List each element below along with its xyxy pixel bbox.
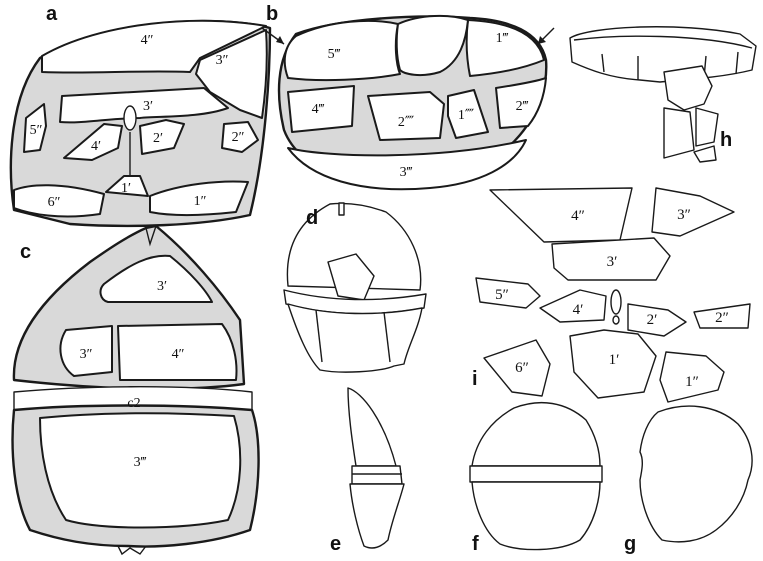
label-i-4p: 4′ xyxy=(573,302,584,318)
panel-label-i: i xyxy=(472,368,478,390)
panel-h-sulcal-plate-4 xyxy=(694,146,716,162)
label-a-3p: 3′ xyxy=(143,99,153,114)
panel-label-c: c xyxy=(20,241,31,263)
label-i-2p: 2′ xyxy=(647,312,658,328)
panel-label-f: f xyxy=(472,533,479,555)
plate-i-3pp xyxy=(652,188,734,236)
label-b-2ppp: 2‴ xyxy=(516,99,529,114)
label-a-5pp: 5″ xyxy=(30,123,43,138)
plate-c-3ppp xyxy=(40,413,240,527)
plate-i-apical-pore xyxy=(611,290,621,314)
label-b-5ppp: 5‴ xyxy=(328,47,341,62)
label-i-3pp: 3″ xyxy=(677,207,691,223)
label-a-1pp: 1″ xyxy=(194,194,207,209)
label-c-c2: c2 xyxy=(127,396,140,411)
panel-c: 3′ 3″ 4″ c2 3‴ c xyxy=(13,226,259,554)
arrow-left-head xyxy=(276,36,284,44)
plate-b-5ppp xyxy=(285,21,400,80)
panel-e-cingulum xyxy=(352,466,402,484)
panel-label-b: b xyxy=(266,3,278,25)
label-b-1ppp: 1‴ xyxy=(496,31,509,46)
label-i-3p: 3′ xyxy=(607,254,618,270)
label-i-1p: 1′ xyxy=(609,352,620,368)
label-a-4pp: 4″ xyxy=(141,33,154,48)
label-i-6pp: 6″ xyxy=(515,360,529,376)
label-a-2pp: 2″ xyxy=(232,130,245,145)
panel-label-d: d xyxy=(306,207,318,229)
panel-h-girdle-band xyxy=(570,27,756,82)
panel-e: e xyxy=(330,388,404,555)
panel-h-sulcal-plate-3 xyxy=(696,108,718,146)
label-c-4pp: 4″ xyxy=(172,347,185,362)
label-i-2pp: 2″ xyxy=(715,310,729,326)
panel-e-hypotheca xyxy=(350,484,404,548)
panel-f: f xyxy=(470,403,602,555)
label-a-4p: 4′ xyxy=(91,139,101,154)
panel-d-apical-pore xyxy=(339,203,344,215)
plate-a-apical-pore xyxy=(124,106,136,130)
panel-label-h: h xyxy=(720,129,732,151)
label-b-1pppp: 1⁗ xyxy=(458,108,474,123)
panel-f-hypotheca xyxy=(472,482,600,550)
panel-e-epitheca xyxy=(348,388,396,466)
label-b-3ppp: 3‴ xyxy=(400,165,413,180)
panel-g: g xyxy=(624,406,752,555)
label-a-1p: 1′ xyxy=(121,181,131,196)
panel-label-e: e xyxy=(330,533,341,555)
label-c-3p: 3′ xyxy=(157,279,167,294)
panel-h: h xyxy=(570,27,756,162)
label-i-1pp: 1″ xyxy=(685,374,699,390)
panel-f-cingulum xyxy=(470,466,602,482)
label-a-3pp: 3″ xyxy=(216,53,229,68)
plate-i-4pp xyxy=(490,188,632,242)
panel-label-a: a xyxy=(46,3,58,25)
label-b-4ppp: 4‴ xyxy=(312,102,325,117)
panel-h-sulcal-plate-2 xyxy=(664,108,694,158)
panel-d-hypotheca xyxy=(288,304,422,372)
label-c-3pp: 3″ xyxy=(80,347,93,362)
panel-f-epitheca xyxy=(472,403,600,466)
label-a-2p: 2′ xyxy=(153,131,163,146)
panel-g-body xyxy=(640,406,752,542)
label-c-3ppp: 3‴ xyxy=(134,455,147,470)
label-i-5pp: 5″ xyxy=(495,287,509,303)
label-b-2pppp: 2⁗ xyxy=(398,115,414,130)
panel-h-sulcal-plate-1 xyxy=(664,66,712,110)
panel-d: d xyxy=(284,203,426,372)
plate-i-canal-plate xyxy=(613,316,619,324)
label-a-6pp: 6″ xyxy=(48,195,61,210)
panel-a: 4″ 3″ 3′ 5″ 4′ 2′ 2″ 1′ 6″ 1″ a xyxy=(11,3,270,226)
panel-i: 4″ 3″ 3′ 5″ 4′ 2′ 2″ 6″ 1′ 1″ i xyxy=(472,188,750,402)
panel-b: 5‴ 1‴ 4‴ 2⁗ 1⁗ 2‴ 3‴ b xyxy=(262,3,554,189)
label-i-4pp: 4″ xyxy=(571,208,585,224)
panel-label-g: g xyxy=(624,533,636,555)
